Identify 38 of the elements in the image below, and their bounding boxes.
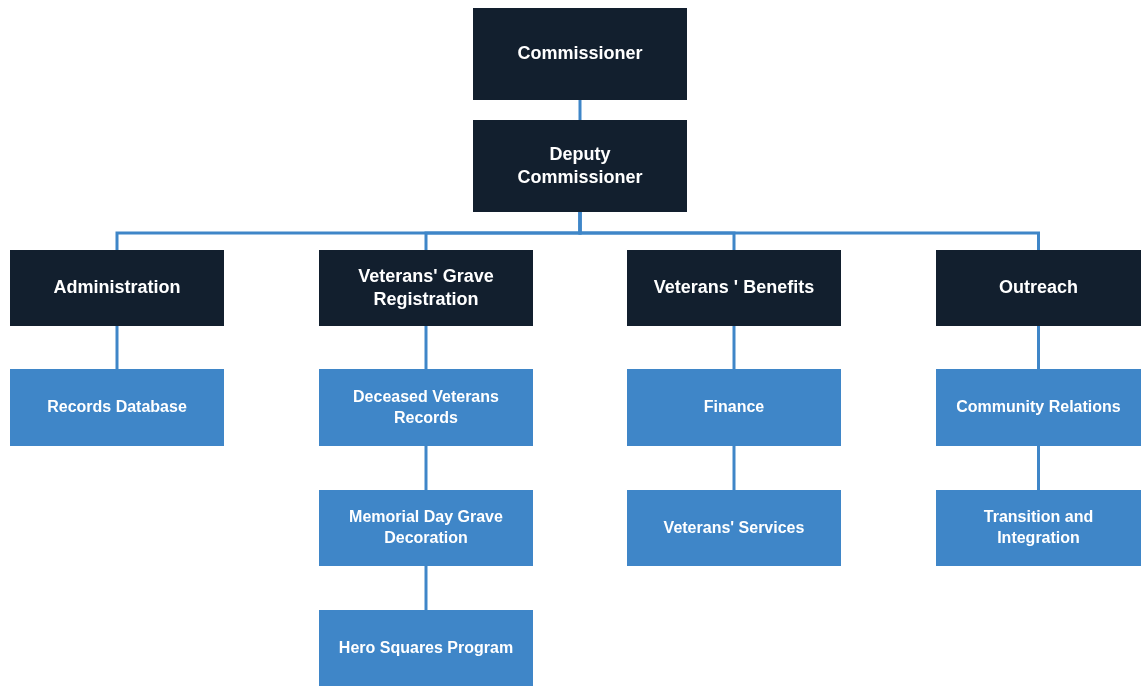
box-label: Finance: [703, 397, 765, 418]
unit-box: [627, 369, 841, 446]
box-label: Hero Squares Program: [338, 637, 514, 658]
department-box: [319, 250, 533, 326]
connector-line: [732, 446, 736, 490]
box-label: Outreach: [999, 276, 1078, 300]
department-box: [10, 250, 224, 326]
connector-line: [1037, 326, 1040, 369]
box-label: Deceased Veterans Records: [352, 386, 500, 428]
connector-line: [1037, 446, 1040, 490]
box-label: Community Relations: [956, 397, 1121, 418]
connector-line: [732, 326, 736, 369]
box-label: Veterans ' Benefits: [653, 276, 815, 300]
box-label: Transition and Integration: [982, 507, 1095, 548]
unit-box: [319, 610, 533, 686]
department-box: [473, 120, 687, 212]
connector-line: [115, 326, 119, 369]
connector-line: [578, 212, 1040, 250]
unit-box: [627, 490, 841, 566]
unit-box: [936, 369, 1141, 446]
department-box: [473, 8, 687, 100]
unit-box: [10, 369, 224, 446]
connector-line: [424, 566, 428, 610]
box-label: Records Database: [47, 397, 187, 418]
connector-line: [424, 326, 428, 369]
unit-box: [319, 369, 533, 446]
box-label: Deputy Commissioner: [516, 142, 644, 189]
unit-box: [319, 490, 533, 566]
department-box: [936, 250, 1141, 326]
box-label: Veterans' Grave Registration: [357, 264, 495, 311]
box-label: Commissioner: [517, 42, 643, 66]
box-label: Veterans' Services: [663, 517, 805, 538]
box-label: Administration: [53, 276, 181, 300]
connector-line: [424, 446, 428, 490]
department-box: [627, 250, 841, 326]
box-label: Memorial Day Grave Decoration: [348, 507, 504, 548]
unit-box: [936, 490, 1141, 566]
connector-line: [578, 100, 582, 120]
